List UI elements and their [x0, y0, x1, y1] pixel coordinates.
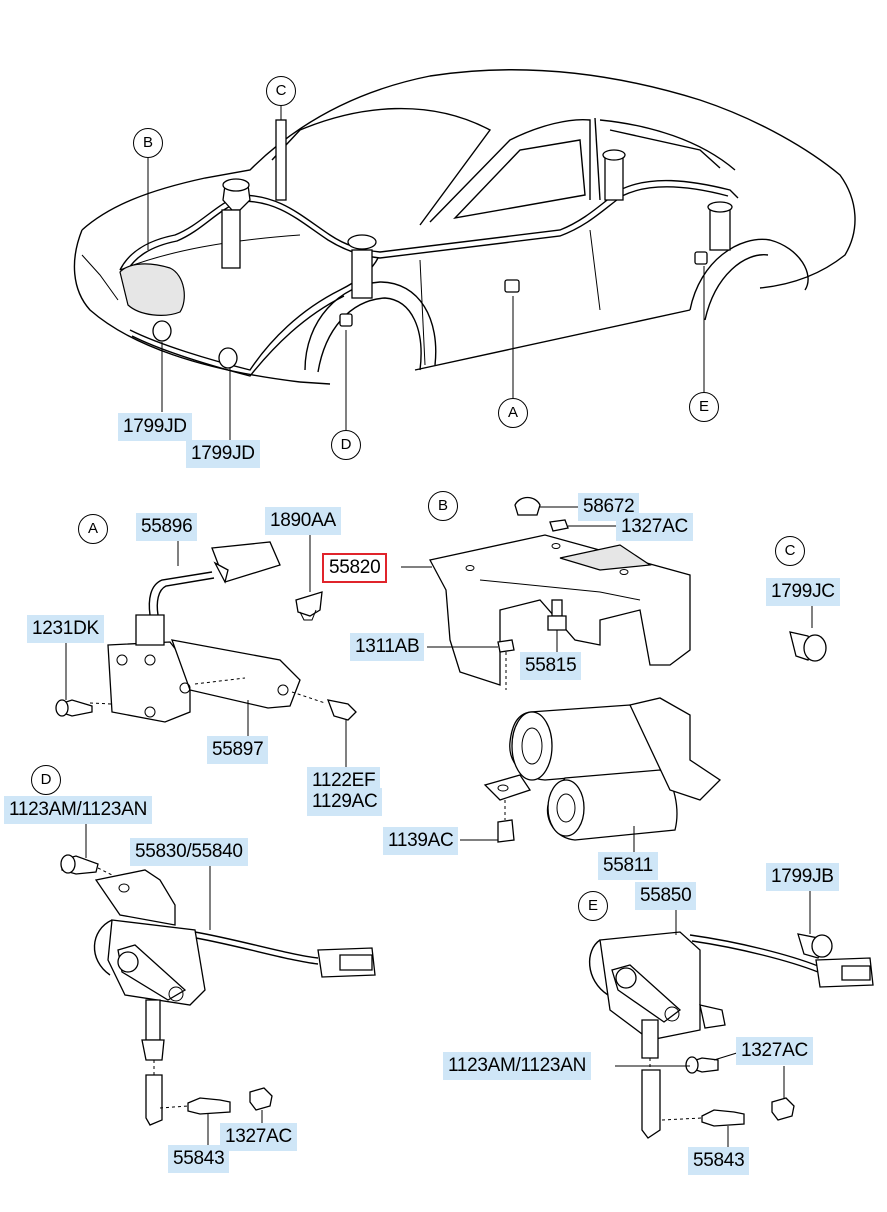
section-d-parts — [60, 854, 376, 1126]
part-label-55815[interactable]: 55815 — [520, 652, 582, 680]
part-label-55843-left[interactable]: 55843 — [168, 1145, 230, 1173]
section-e-leaders — [615, 890, 811, 1148]
part-label-1327ac-left[interactable]: 1327AC — [220, 1123, 297, 1151]
part-label-1231dk[interactable]: 1231DK — [27, 615, 104, 643]
section-a-parts — [55, 541, 357, 723]
part-label-1327ac-right[interactable]: 1327AC — [736, 1037, 813, 1065]
callout-section-a: A — [78, 514, 108, 544]
part-label-55811[interactable]: 55811 — [598, 852, 658, 880]
top-leaders — [147, 104, 705, 440]
part-label-1139ac[interactable]: 1139AC — [383, 827, 459, 855]
part-label-55896[interactable]: 55896 — [136, 513, 198, 541]
part-label-55843-right[interactable]: 55843 — [688, 1147, 750, 1175]
part-label-55830-55840[interactable]: 55830/55840 — [130, 838, 248, 866]
section-a-leaders — [65, 534, 347, 768]
part-label-1327ac-top[interactable]: 1327AC — [616, 513, 693, 541]
callout-top-a[interactable]: A — [498, 398, 528, 428]
callout-top-d[interactable]: D — [331, 430, 361, 460]
section-d-leaders — [85, 824, 263, 1148]
callout-section-d: D — [31, 765, 61, 795]
callout-section-b: B — [428, 491, 458, 521]
part-label-1123am-right[interactable]: 1123AM/1123AN — [443, 1052, 591, 1080]
callout-top-b[interactable]: B — [133, 128, 163, 158]
part-label-1799jc[interactable]: 1799JC — [766, 578, 840, 606]
callout-section-e: E — [578, 891, 608, 921]
part-label-55897[interactable]: 55897 — [207, 736, 269, 764]
part-label-1129ac[interactable]: 1129AC — [307, 788, 383, 816]
section-c-parts — [789, 604, 827, 662]
callout-top-c[interactable]: C — [266, 76, 296, 106]
part-label-1799jd-b[interactable]: 1799JD — [186, 440, 260, 468]
section-e-parts — [588, 931, 874, 1139]
part-label-55820-selected[interactable]: 55820 — [322, 553, 388, 583]
part-label-1890aa[interactable]: 1890AA — [265, 507, 341, 535]
part-label-1311ab[interactable]: 1311AB — [350, 633, 425, 661]
car-air-lines — [119, 119, 739, 377]
part-label-55850[interactable]: 55850 — [635, 882, 697, 910]
part-label-1799jd-a[interactable]: 1799JD — [118, 413, 192, 441]
callout-section-c: C — [775, 536, 805, 566]
callout-top-e[interactable]: E — [689, 392, 719, 422]
part-label-1123am-left[interactable]: 1123AM/1123AN — [4, 796, 152, 824]
part-label-1799jb[interactable]: 1799JB — [766, 863, 839, 891]
car-outline — [73, 69, 856, 385]
section-b-leaders — [401, 506, 635, 852]
